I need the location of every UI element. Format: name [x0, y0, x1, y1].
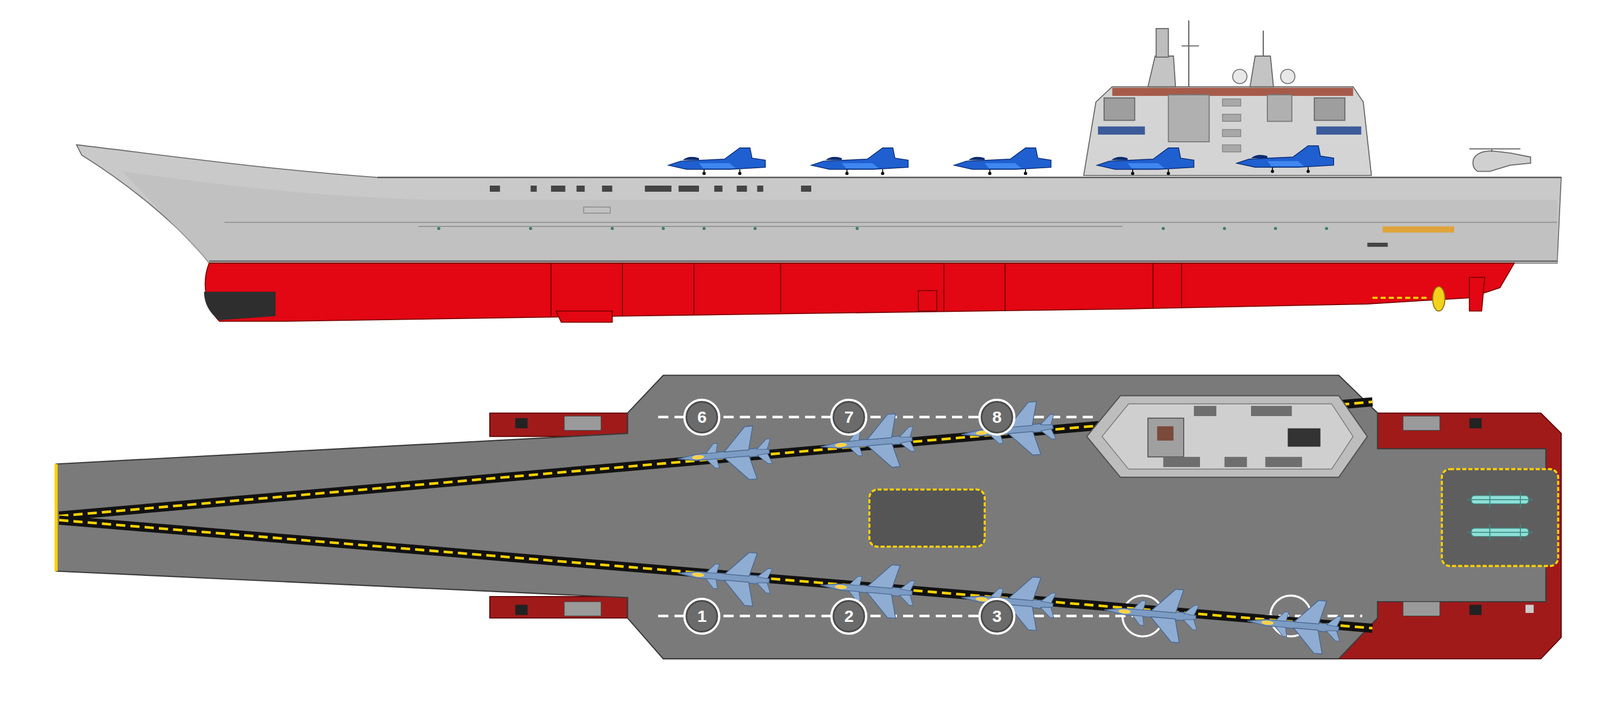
spot-number: 8	[992, 408, 1002, 426]
spot-number: 7	[844, 408, 854, 426]
parking-spot-circle: 2	[830, 598, 868, 636]
spot-number: 1	[697, 608, 707, 625]
parking-spot-circle: 3	[978, 598, 1016, 636]
spot-number: 3	[992, 608, 1002, 625]
parking-spot-circle: 7	[830, 398, 868, 436]
spot-number: 2	[844, 608, 854, 625]
parking-spot-circle: 8	[978, 398, 1016, 436]
parking-spot-circle: 6	[683, 398, 721, 436]
spot-number: 6	[697, 408, 707, 426]
parking-spot-circle: 1	[683, 598, 721, 636]
